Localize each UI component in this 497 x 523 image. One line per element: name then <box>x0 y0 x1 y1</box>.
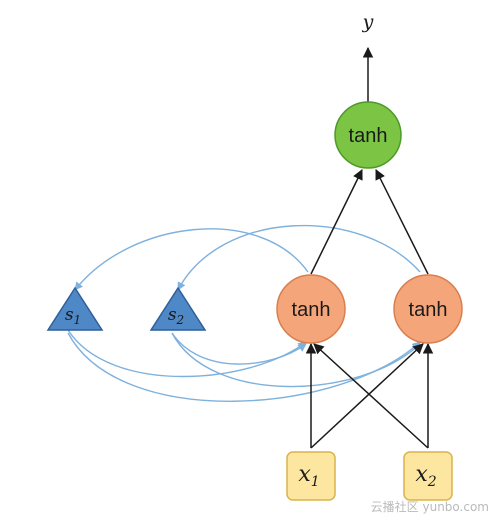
input-node-1: x1 <box>286 451 336 501</box>
state-node-1: s1 <box>46 286 104 331</box>
watermark: 云播社区 yunbo.com <box>370 500 489 514</box>
output-node: tanh <box>334 101 402 169</box>
state-node-2-sub: 2 <box>176 313 185 327</box>
edge-hidden1-to-output <box>310 169 363 275</box>
edge-hidden2-to-state2 <box>177 224 421 291</box>
input-node-2-var: x <box>415 462 428 487</box>
edge-hidden1-to-state1 <box>74 228 309 291</box>
edge-input2-to-hidden1 <box>313 343 429 449</box>
output-node-circle <box>334 101 402 169</box>
input-node-1-label: x1 <box>298 462 319 490</box>
edge-state2-to-hidden1 <box>171 332 307 365</box>
hidden-node-2-circle <box>393 274 463 344</box>
state-node-2-var: s <box>168 305 177 325</box>
hidden-node-1-circle <box>276 274 346 344</box>
state-node-1-triangle <box>46 286 104 331</box>
input-node-2-sub: 2 <box>427 474 437 490</box>
hidden-node-2-label: tanh <box>409 299 448 321</box>
hidden-node-1: tanh <box>276 274 346 344</box>
input-node-1-var: x <box>298 462 311 487</box>
state-node-1-label: s1 <box>65 305 81 327</box>
edge-hidden2-to-output <box>375 169 429 275</box>
input-node-1-box <box>286 451 336 501</box>
state-node-2: s2 <box>149 286 207 331</box>
hidden-node-2: tanh <box>393 274 463 344</box>
state-node-2-triangle <box>149 286 207 331</box>
edge-state2-to-hidden2 <box>171 332 421 388</box>
hidden-node-1-label: tanh <box>292 299 331 321</box>
state-node-2-label: s2 <box>168 305 184 327</box>
edge-input1-to-hidden2 <box>310 343 424 449</box>
output-node-label: tanh <box>349 125 388 147</box>
input-node-2-label: x2 <box>415 462 436 490</box>
state-node-1-sub: 1 <box>74 313 82 327</box>
input-node-1-sub: 1 <box>311 474 320 490</box>
output-label: y <box>362 11 374 33</box>
state-node-1-var: s <box>65 305 74 325</box>
input-node-2: x2 <box>403 451 453 501</box>
input-node-2-box <box>403 451 453 501</box>
